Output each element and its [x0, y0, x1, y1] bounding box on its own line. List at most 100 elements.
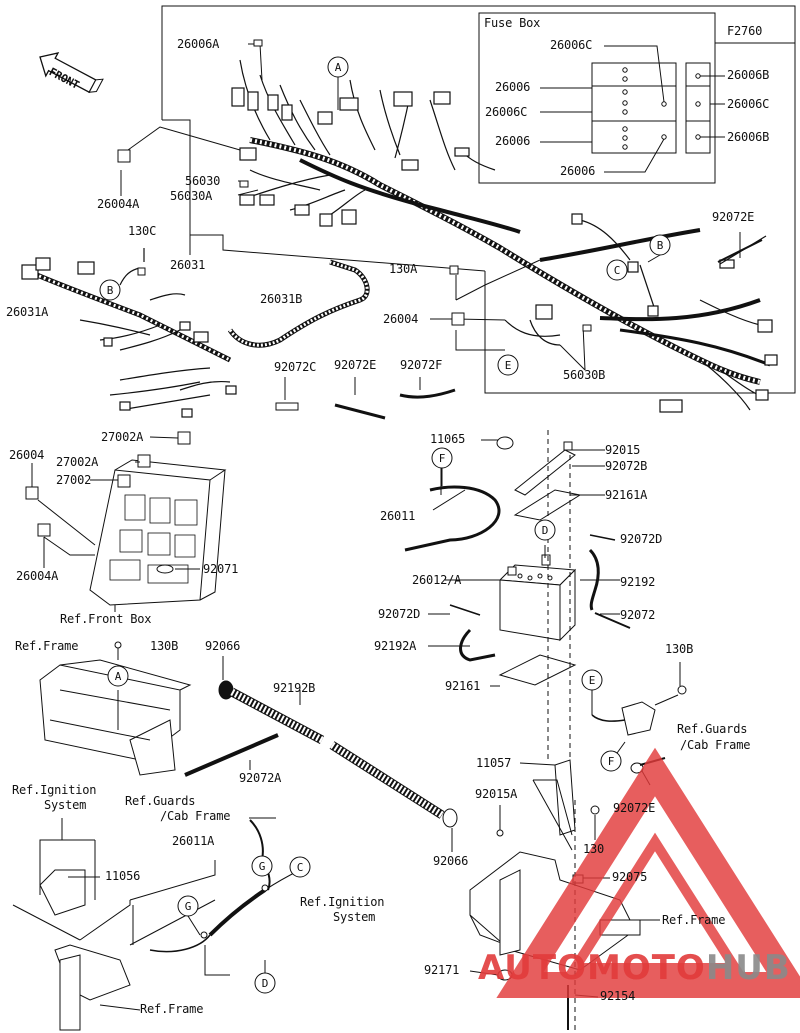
- ref-frame-3: Ref.Frame: [140, 1002, 204, 1016]
- callout-letter: D: [262, 977, 269, 990]
- front-arrow-icon: [39, 52, 104, 94]
- ref-front-box: Ref.Front Box: [60, 612, 152, 626]
- ref-guards-2a: Ref.Guards: [125, 794, 196, 808]
- label-92192A: 92192A: [374, 639, 417, 653]
- label-56030B: 56030B: [563, 368, 606, 382]
- watermark-text: AUTOMOTOHUB: [478, 948, 791, 988]
- battery-26012A: [498, 554, 577, 642]
- label-26004A-left: 26004A: [16, 569, 59, 583]
- fuse-box-title: Fuse Box: [484, 16, 541, 30]
- watermark-word-hub: HUB: [705, 948, 791, 988]
- callout-letter: F: [439, 452, 446, 465]
- main-harness-outline: [161, 5, 796, 394]
- label-56030A: 56030A: [170, 189, 213, 203]
- callout-letter: F: [608, 755, 615, 768]
- label-130B-2: 130B: [665, 642, 694, 656]
- label-92072F: 92072F: [400, 358, 443, 372]
- label-92192B: 92192B: [273, 681, 316, 695]
- fuse-label-26006-1: 26006: [495, 80, 531, 94]
- label-92192: 92192: [620, 575, 656, 589]
- label-92066-top: 92066: [205, 639, 241, 653]
- label-130B-1: 130B: [150, 639, 179, 653]
- callout-letter: E: [505, 359, 512, 372]
- ref-ignition-2b: System: [333, 910, 376, 924]
- label-26031B: 26031B: [260, 292, 303, 306]
- label-92072B: 92072B: [605, 459, 648, 473]
- label-56030: 56030: [185, 174, 221, 188]
- battery-hardware: [404, 430, 631, 760]
- label-27002: 27002: [56, 473, 92, 487]
- label-92154: 92154: [600, 989, 636, 1003]
- callout-circles: [99, 56, 671, 994]
- diagram-code: F2760: [727, 24, 763, 38]
- fuse-box-frame: [478, 12, 795, 184]
- label-92072D-r: 92072D: [620, 532, 663, 546]
- label-92072E-mid: 92072E: [334, 358, 377, 372]
- label-92015A: 92015A: [475, 787, 518, 801]
- label-11057: 11057: [476, 756, 512, 770]
- label-130: 130: [583, 842, 605, 856]
- main-wiring-harness: [231, 59, 778, 413]
- label-92072D-l: 92072D: [378, 607, 421, 621]
- fuse-label-26006B-1: 26006B: [727, 68, 770, 82]
- callout-letter: B: [657, 239, 664, 252]
- ref-ignition-1a: Ref.Ignition: [12, 783, 97, 797]
- ref-guards-2b: /Cab Frame: [160, 809, 231, 823]
- fuse-label-26006C-top: 26006C: [550, 38, 593, 52]
- harness-26031B: [227, 259, 370, 348]
- label-26004: 26004: [383, 312, 419, 326]
- ref-frame-2: Ref.Frame: [662, 913, 726, 927]
- fuse-label-26006C-mid: 26006C: [485, 105, 528, 119]
- watermark-word-moto: MOTO: [586, 948, 706, 988]
- label-92072E-low: 92072E: [613, 801, 656, 815]
- ref-frame-1: Ref.Frame: [15, 639, 79, 653]
- cable-26011A: [129, 817, 301, 976]
- sub-harness-26031A: [21, 248, 237, 418]
- ref-ignition-2a: Ref.Ignition: [300, 895, 385, 909]
- watermark-logo: [496, 747, 800, 998]
- tube-92192B: [184, 656, 458, 852]
- label-26011: 26011: [380, 509, 416, 523]
- label-26006A: 26006A: [177, 37, 220, 51]
- label-26011A: 26011A: [172, 834, 215, 848]
- callout-letter: D: [542, 524, 549, 537]
- label-92161: 92161: [445, 679, 481, 693]
- frame-left-part: [39, 641, 192, 776]
- label-130A: 130A: [389, 262, 418, 276]
- ref-guards-1a: Ref.Guards: [677, 722, 748, 736]
- ignition-bracket: [12, 818, 216, 1031]
- callout-letter: A: [115, 670, 122, 683]
- label-92072: 92072: [620, 608, 656, 622]
- front-box-part: [25, 431, 227, 612]
- callout-letter: C: [614, 264, 621, 277]
- watermark-word-auto: AUTO: [478, 948, 587, 988]
- callout-letter: E: [589, 674, 596, 687]
- label-92171: 92171: [424, 963, 460, 977]
- label-92075: 92075: [612, 870, 648, 884]
- label-26012A: 26012/A: [412, 573, 462, 587]
- clamps-top: [117, 39, 763, 420]
- ref-ignition-1b: System: [44, 798, 87, 812]
- leader-lines-top: [120, 43, 741, 400]
- fuse-label-26006B-2: 26006B: [727, 130, 770, 144]
- label-27002A-2: 27002A: [56, 455, 99, 469]
- callout-letter: G: [185, 900, 192, 913]
- label-92066-low: 92066: [433, 854, 469, 868]
- label-92015: 92015: [605, 443, 641, 457]
- label-92072E-top: 92072E: [712, 210, 755, 224]
- fuse-label-26006C-right: 26006C: [727, 97, 770, 111]
- label-27002A-1: 27002A: [101, 430, 144, 444]
- label-92072C: 92072C: [274, 360, 317, 374]
- callout-letter: C: [297, 861, 304, 874]
- label-11065: 11065: [430, 432, 466, 446]
- label-26031A: 26031A: [6, 305, 49, 319]
- label-26031: 26031: [170, 258, 206, 272]
- label-26004-left: 26004: [9, 448, 45, 462]
- fuse-label-26006-bottom: 26006: [560, 164, 596, 178]
- callout-letter: G: [259, 860, 266, 873]
- fuse-label-26006-2: 26006: [495, 134, 531, 148]
- label-92071: 92071: [203, 562, 239, 576]
